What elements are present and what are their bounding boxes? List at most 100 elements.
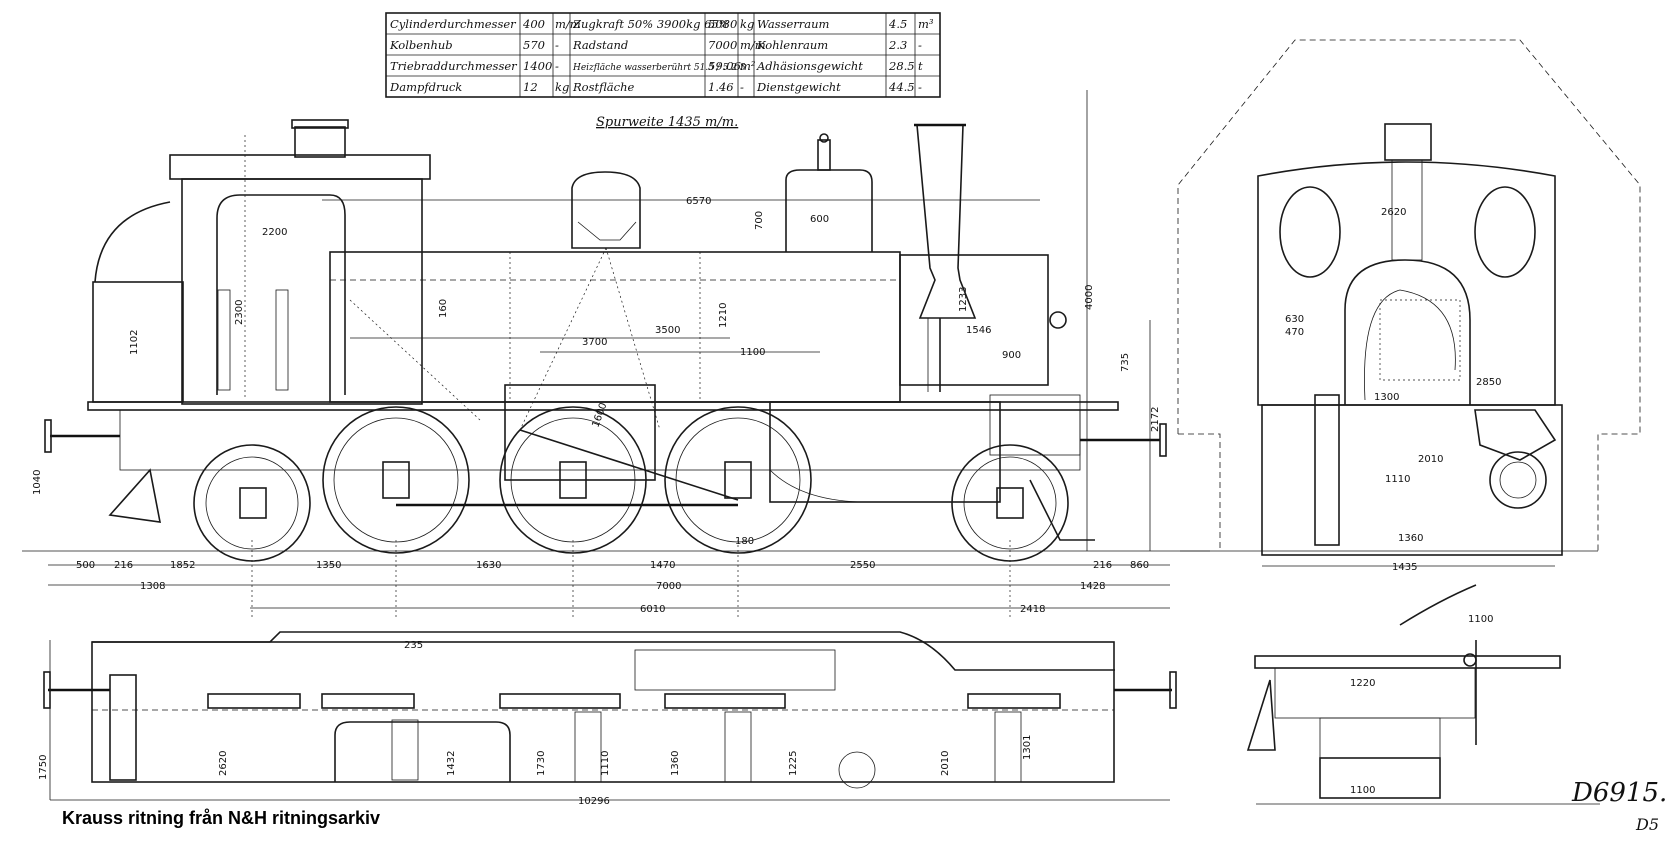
dim-label: 500 (76, 560, 95, 571)
spec-value-wheelbase: 7000 (708, 38, 737, 52)
dim-label: 735 (1120, 353, 1131, 372)
dim-label: 1110 (1385, 474, 1410, 485)
dim-label: 2172 (1150, 407, 1161, 432)
drawing-caption: Krauss ritning från N&H ritningsarkiv (62, 808, 381, 828)
spec-unit: - (740, 80, 744, 94)
spec-label-service-weight: Dienstgewicht (756, 80, 841, 94)
spec-label-adhesion: Adhäsionsgewicht (756, 59, 863, 73)
dim-label: 1100 (1468, 614, 1493, 625)
dim-label: 2010 (1418, 454, 1443, 465)
dim-label: 1546 (966, 325, 991, 336)
dim-label: 216 (1093, 560, 1112, 571)
spec-unit: m/m (740, 38, 766, 52)
side-elevation: 500 216 1852 1350 1630 1470 2550 216 860… (22, 90, 1210, 620)
spec-unit: kg (740, 17, 754, 31)
end-view: 2620 2010 1360 1435 2850 1110 1300 630 4… (1177, 39, 1641, 573)
dim-label: 180 (735, 536, 754, 547)
drawing-number: D6915. (1572, 778, 1666, 808)
spec-value-grate: 1.46 (708, 80, 734, 94)
spec-value-heating-surface: 59.06 (708, 59, 741, 73)
dim-label: 3500 (655, 325, 680, 336)
spec-label-cylinder: Cylinderdurchmesser (390, 17, 517, 31)
spec-unit: - (555, 38, 559, 52)
dim-label: 7000 (656, 581, 681, 592)
spec-unit: t (918, 59, 923, 73)
dim-label: 1110 (600, 751, 611, 776)
dim-label: 160 (438, 299, 449, 318)
spec-value-cylinder: 400 (522, 17, 545, 31)
dim-label: 470 (1285, 327, 1304, 338)
dim-label: 2550 (850, 560, 875, 571)
dim-label: 1225 (788, 751, 799, 776)
dim-label: 6010 (640, 604, 665, 615)
dim-label: 1435 (1392, 562, 1417, 573)
dim-label: 1040 (32, 470, 43, 495)
dim-label: 2620 (218, 751, 229, 776)
spec-value-driving-wheel: 1400 (523, 59, 552, 73)
spec-label-driving-wheel: Triebraddurchmesser (390, 59, 518, 73)
dim-label: 1432 (446, 751, 457, 776)
dim-label: 2418 (1020, 604, 1045, 615)
dim-label: 630 (1285, 314, 1304, 325)
spec-unit: - (555, 59, 559, 73)
dim-label: 4000 (1084, 285, 1095, 310)
dim-label: 1750 (38, 755, 49, 780)
spec-value-coal: 2.3 (888, 38, 907, 52)
spec-unit: kg (555, 80, 569, 94)
spec-unit: m/m (555, 17, 581, 31)
dim-label: 860 (1130, 560, 1149, 571)
dim-label: 1350 (316, 560, 341, 571)
spec-value-stroke: 570 (523, 38, 545, 52)
dim-label: 1360 (1398, 533, 1423, 544)
dim-label: 2300 (234, 300, 245, 325)
dim-label: 235 (404, 640, 423, 651)
spec-label-coal: Kohlenraum (756, 38, 828, 52)
dim-label: 700 (754, 211, 765, 230)
dim-label: 2010 (940, 751, 951, 776)
specifications-table: Cylinderdurchmesser 400 m/m Zugkraft 50%… (385, 12, 941, 98)
spec-value-water: 4.5 (888, 17, 907, 31)
dim-label: 1428 (1080, 581, 1105, 592)
spec-unit: - (918, 38, 922, 52)
plan-view: 10296 1750 2620 1432 1730 1110 1360 1225… (38, 631, 1177, 807)
dim-label: 2200 (262, 227, 287, 238)
spec-label-wheelbase: Radstand (572, 38, 628, 52)
dim-label: 216 (114, 560, 133, 571)
dim-label: 1220 (1350, 678, 1375, 689)
spec-value-pressure: 12 (523, 80, 538, 94)
spec-value-service-weight: 44.5 (888, 80, 915, 94)
drawing-sub-number: D5 (1636, 815, 1660, 834)
gauge-label: Spurweite 1435 m/m. (596, 115, 738, 130)
dim-label: 1102 (129, 330, 140, 355)
dim-label: 900 (1002, 350, 1021, 361)
dim-label: 1100 (740, 347, 765, 358)
spec-label-pressure: Dampfdruck (389, 80, 462, 94)
dim-label: 1360 (670, 751, 681, 776)
dim-label: 1730 (536, 751, 547, 776)
spec-label-stroke: Kolbenhub (389, 38, 453, 52)
dim-label: 1308 (140, 581, 165, 592)
spec-value-tractive: 5080 (708, 17, 737, 31)
dim-label: 1630 (476, 560, 501, 571)
dim-label: 3700 (582, 337, 607, 348)
dim-label: 1210 (718, 303, 729, 328)
dim-label: 600 (810, 214, 829, 225)
dim-label: 1100 (1350, 785, 1375, 796)
dim-label: 2620 (1381, 207, 1406, 218)
dim-label: 1233 (958, 287, 969, 312)
spec-label-heating-surface: Heizfläche wasserberührt 51.5 / 5.2 5 (572, 63, 746, 73)
dim-label: 10296 (578, 796, 610, 807)
dim-label: 1470 (650, 560, 675, 571)
dim-label: 6570 (686, 196, 711, 207)
spec-label-water: Wasserraum (757, 17, 830, 31)
dim-label: 1852 (170, 560, 195, 571)
dim-label: 1301 (1022, 735, 1033, 760)
rear-section-view: 1100 1220 1100 (1246, 584, 1600, 805)
spec-unit: m³ (918, 17, 934, 31)
spec-value-adhesion: 28.5 (888, 59, 915, 73)
dim-label: 1300 (1374, 392, 1399, 403)
dim-label: 2850 (1476, 377, 1501, 388)
spec-label-tractive: Zugkraft 50% 3900kg 65% (572, 17, 730, 31)
spec-unit: - (918, 80, 922, 94)
